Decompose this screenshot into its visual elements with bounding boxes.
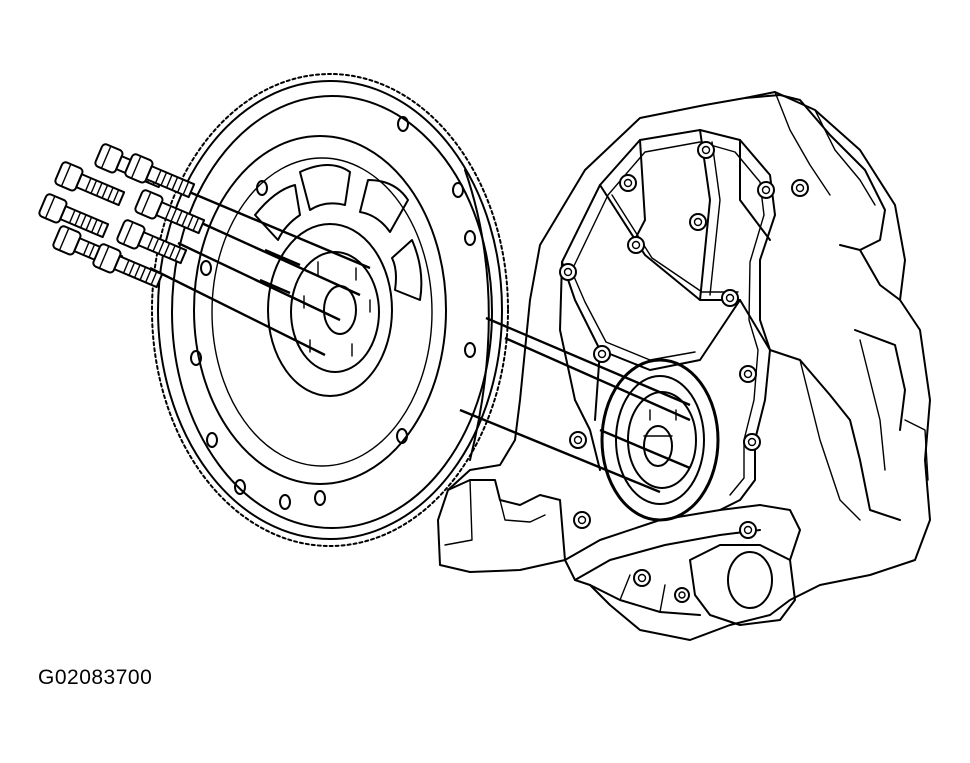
bolt xyxy=(124,153,196,199)
flywheel-ring-gear xyxy=(151,73,509,547)
flywheel-mounting-holes xyxy=(190,116,476,510)
flywheel-windows xyxy=(254,164,423,301)
block-left-ear xyxy=(447,479,566,561)
bolt xyxy=(134,189,206,235)
flywheel-pilot-bore xyxy=(323,285,357,335)
oil-pan-rail xyxy=(564,504,801,561)
block-bolt-bosses xyxy=(559,141,809,539)
bolt xyxy=(38,193,110,239)
bolt xyxy=(92,243,164,289)
bolt xyxy=(54,161,126,207)
flywheel xyxy=(151,73,509,547)
engine-block xyxy=(437,91,931,641)
flywheel-bolts xyxy=(38,143,206,289)
rear-cover-rib-outer xyxy=(561,129,776,511)
alignment-lines xyxy=(149,184,691,494)
bolt xyxy=(116,219,188,265)
figure-id-label: G02083700 xyxy=(38,666,153,689)
flywheel-outer-rim xyxy=(171,95,493,529)
block-deck xyxy=(744,94,886,251)
flywheel-hub xyxy=(267,223,393,397)
